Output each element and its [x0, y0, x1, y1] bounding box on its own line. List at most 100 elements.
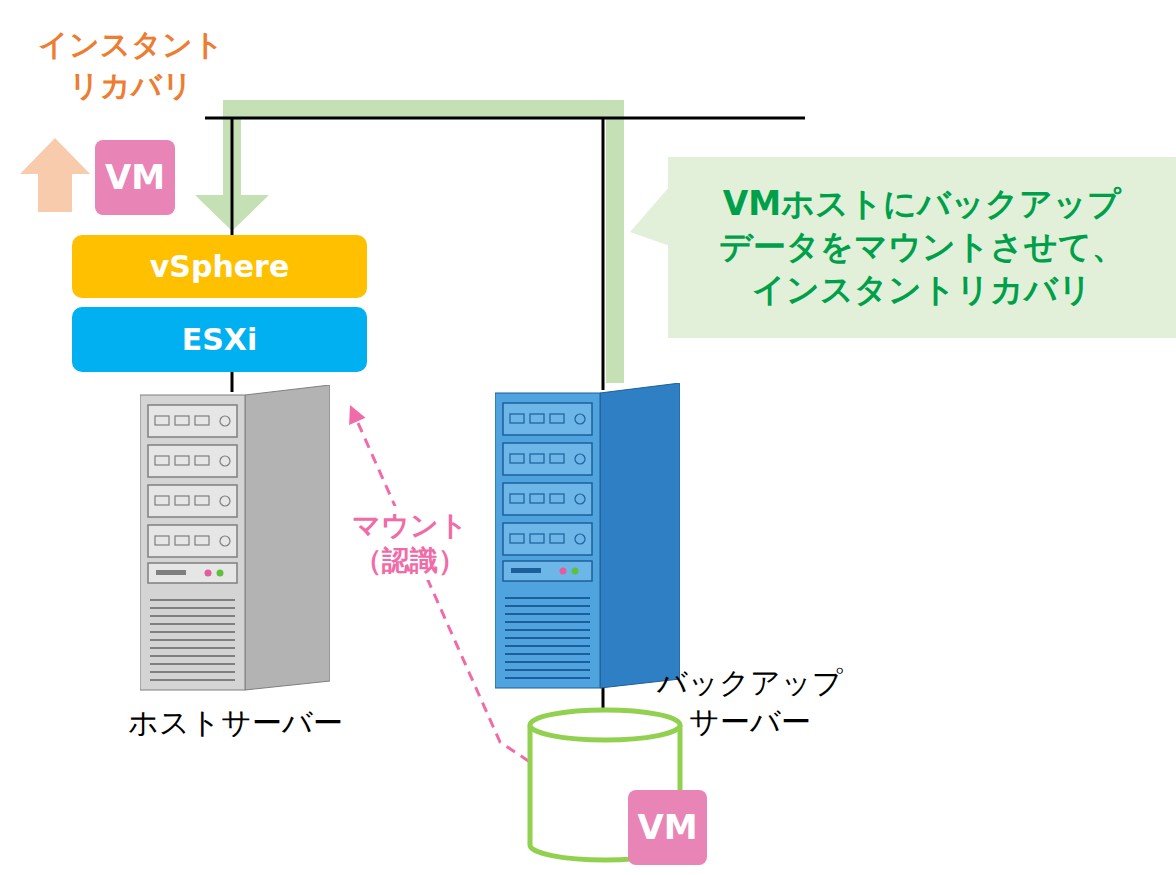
network-line: [205, 117, 805, 120]
vent-line: [150, 607, 235, 609]
vent-line: [150, 615, 235, 617]
vm-box: VM: [95, 140, 175, 215]
title-label: インスタント リカバリ: [20, 25, 242, 106]
box-label: VM: [105, 155, 165, 199]
esxi-layer: ESXi: [72, 307, 367, 372]
drive-bay: [503, 403, 592, 435]
drive-bay: [503, 523, 592, 555]
up-arrow: [20, 138, 90, 212]
drive-slot: [510, 534, 524, 543]
vent-line: [505, 677, 590, 679]
drive-bay: [503, 483, 592, 515]
server-illustration: [140, 385, 330, 691]
server-side: [245, 385, 330, 690]
server-illustration: [495, 383, 680, 689]
vent-line: [505, 605, 590, 607]
drive-slot: [175, 416, 189, 425]
vent-line: [150, 631, 235, 633]
drive-slot: [530, 414, 544, 423]
vent-line: [505, 645, 590, 647]
callout-box: VMホストにバックアップ データをマウントさせて、 インスタントリカバリ: [668, 157, 1176, 338]
panel-slot: [511, 568, 541, 573]
drive-button: [220, 416, 230, 426]
server-caption: ホストサーバー: [120, 703, 350, 742]
vent-line: [505, 613, 590, 615]
drive-slot: [175, 456, 189, 465]
vent-line: [505, 629, 590, 631]
status-led: [217, 570, 224, 577]
vent-line: [150, 679, 235, 681]
drive-slot: [195, 416, 209, 425]
drive-slot: [550, 534, 564, 543]
vent-line: [150, 639, 235, 641]
drive-slot: [175, 536, 189, 545]
drive-slot: [550, 494, 564, 503]
front-panel: [503, 561, 592, 581]
callout-pointer: [630, 186, 670, 246]
drive-button: [575, 534, 585, 544]
vm-box: VM: [628, 790, 707, 865]
drive-slot: [510, 454, 524, 463]
network-wire: [231, 118, 234, 237]
arrow-head: [349, 405, 365, 425]
panel-slot: [156, 570, 186, 575]
vsphere-layer: vSphere: [72, 235, 367, 298]
drive-bay: [503, 443, 592, 475]
drive-slot: [195, 496, 209, 505]
drive-button: [220, 456, 230, 466]
vent-line: [505, 597, 590, 599]
vent-line: [505, 637, 590, 639]
vent-line: [505, 621, 590, 623]
drive-slot: [175, 496, 189, 505]
drive-bay: [148, 405, 237, 437]
box-label: vSphere: [150, 247, 289, 286]
drive-slot: [530, 534, 544, 543]
callout-text: VMホストにバックアップ データをマウントさせて、 インスタントリカバリ: [687, 183, 1157, 312]
drive-slot: [530, 494, 544, 503]
box-label: VM: [637, 805, 697, 849]
drive-slot: [510, 494, 524, 503]
vent-line: [150, 655, 235, 657]
edge-label: マウント （認識）: [331, 506, 489, 580]
drive-slot: [195, 456, 209, 465]
status-led: [560, 568, 567, 575]
host-server: ホストサーバー: [120, 385, 350, 747]
network-wire: [231, 372, 234, 392]
drive-slot: [550, 414, 564, 423]
drive-slot: [155, 536, 169, 545]
vent-line: [150, 599, 235, 601]
vent-line: [150, 671, 235, 673]
vent-line: [150, 647, 235, 649]
status-led: [572, 568, 579, 575]
status-led: [205, 570, 212, 577]
vent-line: [150, 663, 235, 665]
server-front: [140, 395, 245, 690]
drive-button: [575, 454, 585, 464]
drive-slot: [550, 454, 564, 463]
vent-line: [505, 661, 590, 663]
server-caption: バックアップ サーバー: [655, 663, 845, 741]
drive-slot: [530, 454, 544, 463]
drive-button: [575, 494, 585, 504]
drive-slot: [155, 416, 169, 425]
backup-server: バックアップ サーバー: [495, 383, 840, 748]
drive-slot: [510, 414, 524, 423]
front-panel: [148, 563, 237, 583]
vent-line: [505, 669, 590, 671]
box-label: ESXi: [182, 320, 258, 359]
drive-bay: [148, 445, 237, 477]
storage-cylinder-top: [530, 710, 680, 740]
vent-line: [505, 653, 590, 655]
drive-button: [220, 536, 230, 546]
drive-bay: [148, 525, 237, 557]
vent-line: [150, 623, 235, 625]
drive-button: [575, 414, 585, 424]
drive-slot: [155, 496, 169, 505]
drive-button: [220, 496, 230, 506]
drive-slot: [195, 536, 209, 545]
server-front: [495, 393, 600, 688]
drive-bay: [148, 485, 237, 517]
drive-slot: [155, 456, 169, 465]
server-side: [600, 383, 680, 688]
